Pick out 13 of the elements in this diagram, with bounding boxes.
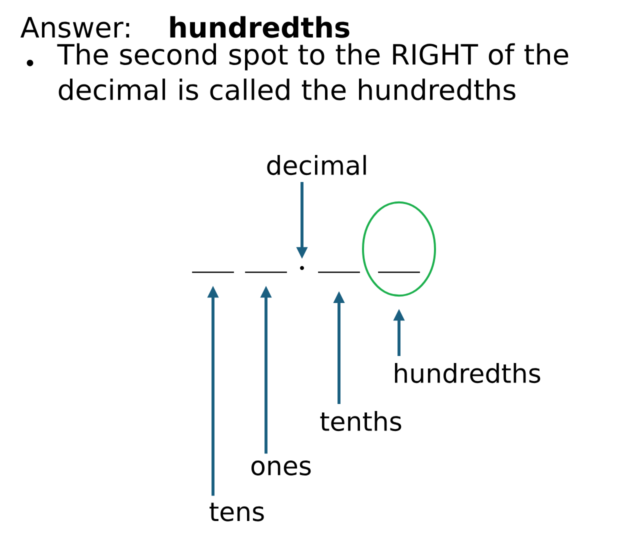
label-text: tenths xyxy=(320,410,402,432)
blank-line xyxy=(318,272,360,273)
decimal-point xyxy=(300,266,304,270)
blank-line xyxy=(245,272,287,273)
label-text: hundredths xyxy=(394,362,540,384)
blank-line xyxy=(192,272,234,273)
label-text: decimal xyxy=(267,154,366,176)
highlight-ellipse xyxy=(362,201,436,297)
label-text: tens xyxy=(210,502,264,522)
heading: Answer: hundredths xyxy=(20,16,350,38)
label-text: ones xyxy=(251,460,311,476)
blank-line xyxy=(378,272,420,273)
bullet-text: The second spot to the RIGHT of the decimal is called the hundredths xyxy=(57,43,568,100)
